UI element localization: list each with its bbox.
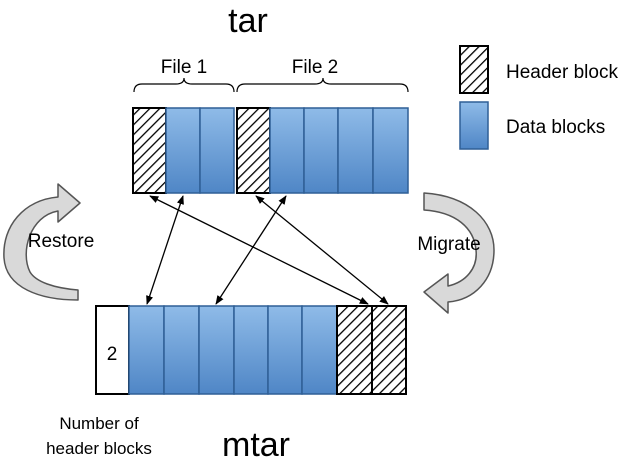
- tar-data-block-4: [303, 107, 339, 194]
- mtar-header-block-2: [371, 305, 407, 395]
- tar-block-row: [132, 107, 409, 194]
- mtar-data-block-5: [267, 305, 303, 395]
- tar-header-block-2: [236, 107, 271, 194]
- count-caption-line1: Number of: [59, 414, 139, 433]
- legend-header-swatch: [459, 45, 489, 94]
- mtar-data-block-1: [128, 305, 165, 395]
- arrow-tar-h1-to-mtar-h1: [149, 195, 369, 305]
- tar-data-block-6: [372, 107, 409, 194]
- tar-title: tar: [228, 2, 268, 40]
- mtar-data-block-4: [233, 305, 269, 395]
- tar-data-block-2: [199, 107, 235, 194]
- file2-brace: [236, 77, 409, 93]
- migrate-curved-arrow: [423, 192, 495, 314]
- restore-label: Restore: [28, 231, 95, 252]
- mtar-data-block-2: [163, 305, 200, 395]
- tar-header-block-1: [132, 107, 167, 194]
- tar-data-block-5: [337, 107, 374, 194]
- mtar-data-block-3: [198, 305, 235, 395]
- legend-header-label: Header block: [506, 62, 618, 83]
- mtar-count-block: [95, 305, 130, 395]
- mtar-title: mtar: [222, 426, 290, 463]
- header-count-value: 2: [107, 344, 118, 365]
- mtar-header-block-1: [336, 305, 373, 395]
- file2-label: File 2: [292, 57, 338, 78]
- arrow-tar-d3-to-mtar-d3: [215, 195, 287, 305]
- tar-data-block-3: [269, 107, 305, 194]
- migrate-label: Migrate: [417, 234, 480, 255]
- count-caption-line2: header blocks: [46, 439, 152, 458]
- tar-data-block-1: [165, 107, 201, 194]
- restore-curved-arrow: [3, 183, 81, 301]
- mtar-block-row: 2: [95, 305, 407, 395]
- legend-data-swatch: [459, 101, 489, 150]
- arrow-tar-d1-to-mtar-d1: [146, 195, 184, 305]
- file1-label: File 1: [161, 57, 207, 78]
- mtar-data-block-6: [301, 305, 338, 395]
- file1-brace: [133, 77, 235, 93]
- block-mapping-arrows: [146, 195, 389, 305]
- legend-data-label: Data blocks: [506, 117, 605, 138]
- legend: Header block Data blocks: [459, 45, 618, 150]
